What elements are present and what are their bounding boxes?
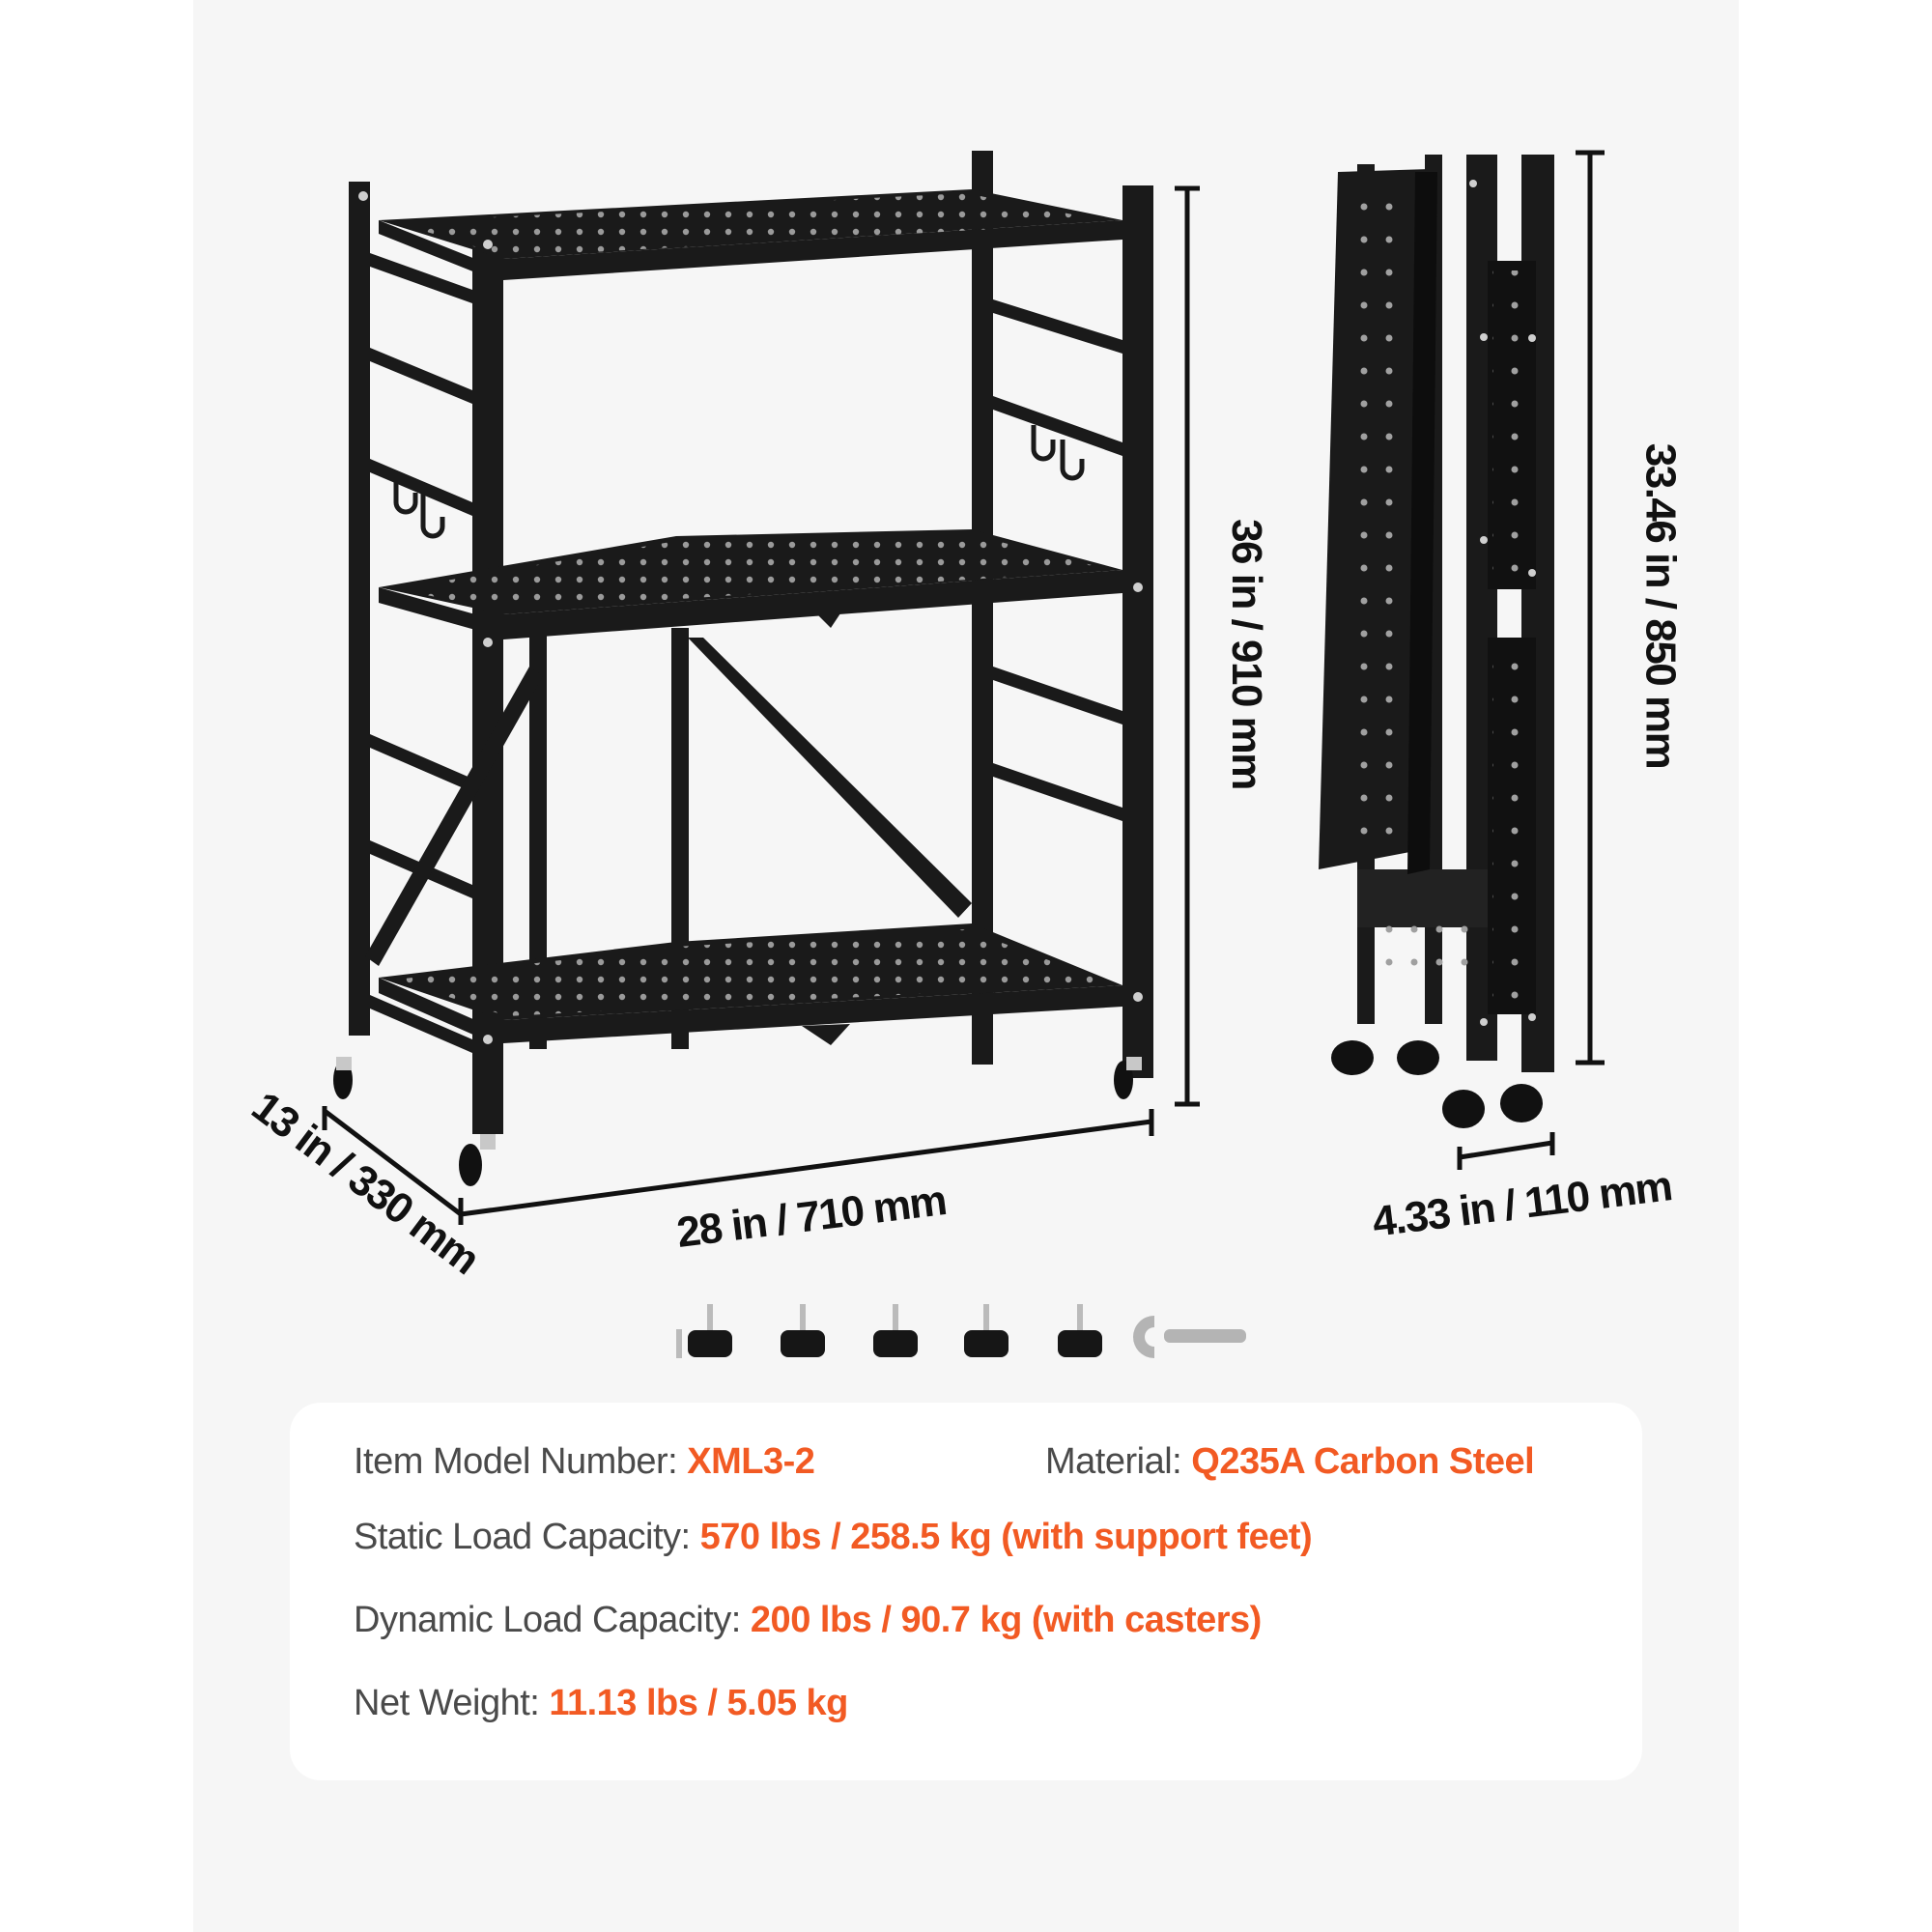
spec-card: Item Model Number: XML3-2 Material: Q235… — [290, 1403, 1642, 1780]
spec-static-load: Static Load Capacity: 570 lbs / 258.5 kg… — [354, 1517, 1313, 1558]
spec-model-label: Item Model Number: — [354, 1441, 678, 1482]
spec-material: Material: Q235A Carbon Steel — [1045, 1441, 1535, 1483]
unfolded-shelf — [349, 151, 1153, 1134]
spec-net-weight-value: 11.13 lbs / 5.05 kg — [549, 1683, 848, 1723]
spec-model-value: XML3-2 — [687, 1441, 815, 1482]
spec-dynamic-load-value: 200 lbs / 90.7 kg (with casters) — [750, 1600, 1262, 1640]
leveling-foot-icon — [676, 1329, 682, 1358]
caster-wheel-icon — [333, 1057, 1142, 1186]
spec-material-value: Q235A Carbon Steel — [1191, 1441, 1535, 1482]
support-feet — [676, 1329, 682, 1358]
spec-net-weight-label: Net Weight: — [354, 1683, 540, 1723]
dimension-lines — [322, 150, 1605, 1225]
spec-static-load-label: Static Load Capacity: — [354, 1517, 691, 1557]
spec-material-label: Material: — [1045, 1441, 1182, 1482]
spec-model: Item Model Number: XML3-2 — [354, 1441, 815, 1483]
spec-dynamic-load: Dynamic Load Capacity: 200 lbs / 90.7 kg… — [354, 1600, 1262, 1641]
folded-caster-wheel-icon — [1331, 1040, 1543, 1128]
wrench-icon — [1133, 1316, 1246, 1358]
spec-net-weight: Net Weight: 11.13 lbs / 5.05 kg — [354, 1683, 848, 1724]
spec-static-load-value: 570 lbs / 258.5 kg (with support feet) — [699, 1517, 1313, 1557]
spec-dynamic-load-label: Dynamic Load Capacity: — [354, 1600, 741, 1640]
height-dimension-label: 36 in / 910 mm — [1222, 519, 1270, 789]
hook-icon — [393, 425, 1085, 539]
folded-height-dimension-label: 33.46 in / 850 mm — [1636, 442, 1685, 769]
folded-shelf — [1319, 155, 1554, 1072]
